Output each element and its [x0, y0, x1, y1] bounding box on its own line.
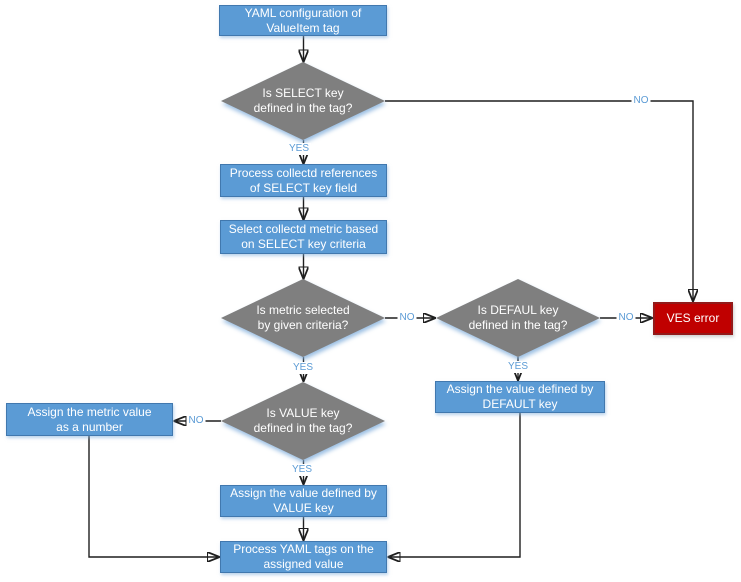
diamond-shape: Is metric selected by given criteria? [221, 279, 385, 357]
edge-label-default-no: NO [616, 312, 636, 324]
connector-select-no-to-ves-error [385, 100, 693, 301]
node-select-key-decision-label: Is SELECT key defined in the tag? [253, 86, 353, 115]
diamond-shape: Is SELECT key defined in the tag? [221, 62, 385, 140]
edge-label-select-yes: YES [286, 143, 312, 155]
node-yaml-configuration-label: YAML configuration of ValueItem tag [244, 5, 362, 35]
node-select-key-decision: Is SELECT key defined in the tag? [221, 62, 385, 140]
node-select-collectd-metric-label: Select collectd metric based on SELECT k… [228, 222, 379, 251]
edge-label-select-no: NO [631, 95, 651, 107]
edge-label-default-yes: YES [505, 361, 531, 373]
node-metric-selected-decision: Is metric selected by given criteria? [221, 279, 385, 357]
node-yaml-configuration: YAML configuration of ValueItem tag [219, 5, 387, 36]
node-metric-selected-decision-label: Is metric selected by given criteria? [256, 303, 350, 332]
node-default-key-decision-label: Is DEFAUL key defined in the tag? [468, 303, 568, 332]
node-process-yaml-tags: Process YAML tags on the assigned value [220, 541, 387, 573]
edge-label-metric-yes: YES [290, 362, 316, 374]
node-select-collectd-metric: Select collectd metric based on SELECT k… [220, 220, 387, 254]
diamond-shape: Is VALUE key defined in the tag? [221, 382, 385, 460]
node-process-collectd-references-label: Process collectd references of SELECT ke… [229, 165, 378, 195]
node-process-collectd-references: Process collectd references of SELECT ke… [220, 164, 387, 197]
node-assign-metric-value: Assign the metric value as a number [6, 403, 173, 436]
connector-assign-metric-to-process-yaml [88, 436, 219, 557]
edge-label-metric-no: NO [397, 312, 417, 324]
node-ves-error-label: VES error [666, 311, 720, 325]
diamond-shape: Is DEFAUL key defined in the tag? [436, 279, 600, 357]
edge-label-value-no: NO [186, 415, 206, 427]
node-value-key-decision: Is VALUE key defined in the tag? [221, 382, 385, 460]
node-value-key-decision-label: Is VALUE key defined in the tag? [253, 406, 353, 435]
node-assign-default-value: Assign the value defined by DEFAULT key [435, 381, 605, 413]
node-ves-error: VES error [653, 302, 733, 335]
node-assign-metric-value-label: Assign the metric value as a number [27, 404, 152, 434]
edge-label-value-yes: YES [289, 464, 315, 476]
node-assign-value-key-label: Assign the value defined by VALUE key [230, 486, 377, 515]
node-assign-default-value-label: Assign the value defined by DEFAULT key [446, 382, 594, 411]
node-default-key-decision: Is DEFAUL key defined in the tag? [436, 279, 600, 357]
node-process-yaml-tags-label: Process YAML tags on the assigned value [233, 542, 374, 571]
node-assign-value-key: Assign the value defined by VALUE key [220, 485, 387, 517]
connector-assign-default-to-process-yaml [389, 413, 521, 557]
